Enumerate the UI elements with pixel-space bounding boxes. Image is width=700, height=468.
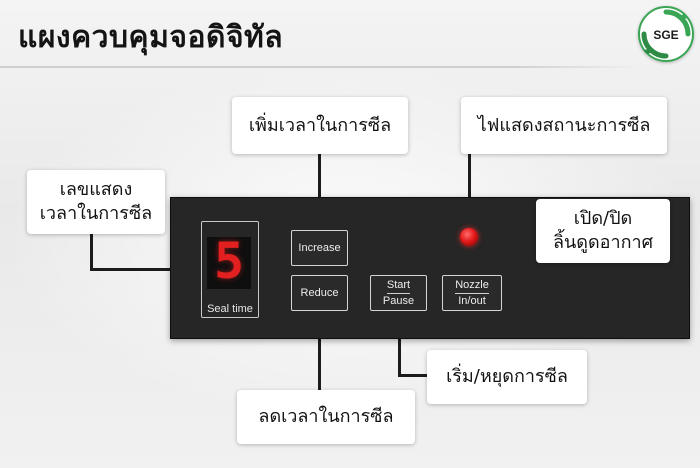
callout-status: ไฟแสดงสถานะการซีล: [461, 97, 667, 154]
leader-start-v: [398, 310, 401, 376]
in-out-label: In/out: [458, 294, 486, 307]
brand-logo: SGE: [638, 6, 694, 62]
seven-segment-screen: [207, 237, 251, 289]
status-led-icon: [460, 228, 478, 246]
reduce-label: Reduce: [300, 287, 339, 299]
page-title: แผงควบคุมจอดิจิทัล: [18, 20, 284, 55]
start-label: Start: [386, 279, 411, 294]
callout-display: เลขแสดง เวลาในการซีล: [27, 170, 165, 234]
seal-time-digit: 5: [213, 232, 245, 290]
callout-display-line1: เลขแสดง: [59, 179, 133, 200]
nozzle-button[interactable]: Nozzle In/out: [442, 275, 502, 311]
start-pause-button[interactable]: Start Pause: [370, 275, 427, 311]
callout-reduce: ลดเวลาในการซีล: [237, 390, 415, 444]
seal-time-label: Seal time: [207, 303, 253, 315]
title-divider: [0, 66, 640, 68]
increase-button[interactable]: Increase: [291, 230, 348, 266]
nozzle-label: Nozzle: [455, 279, 489, 294]
callout-display-line2: เวลาในการซีล: [39, 203, 153, 224]
display-frame: [201, 221, 259, 318]
callout-vacuum-line1: เปิด/ปิด: [573, 208, 633, 229]
callout-vacuum-line2: ลิ้นดูดอากาศ: [552, 232, 654, 253]
leader-increase: [318, 154, 321, 232]
callout-reduce-text: ลดเวลาในการซีล: [258, 406, 394, 427]
callout-increase: เพิ่มเวลาในการซีล: [232, 97, 408, 154]
leader-reduce: [318, 310, 321, 392]
reduce-button[interactable]: Reduce: [291, 275, 348, 311]
callout-start-pause-text: เริ่ม/หยุดการซีล: [446, 366, 568, 387]
callout-increase-text: เพิ่มเวลาในการซีล: [248, 114, 392, 136]
pause-label: Pause: [382, 294, 415, 307]
leaf-ring-icon: [641, 9, 691, 59]
leader-display-h: [90, 268, 205, 271]
logo-text: SGE: [653, 28, 679, 42]
callout-start-pause: เริ่ม/หยุดการซีล: [427, 350, 587, 404]
increase-label: Increase: [298, 242, 341, 254]
leader-start-h: [398, 374, 430, 377]
callout-status-text: ไฟแสดงสถานะการซีล: [477, 114, 651, 136]
leader-status: [468, 154, 471, 230]
leader-display-v: [90, 234, 93, 270]
callout-vacuum: เปิด/ปิด ลิ้นดูดอากาศ: [536, 199, 670, 263]
